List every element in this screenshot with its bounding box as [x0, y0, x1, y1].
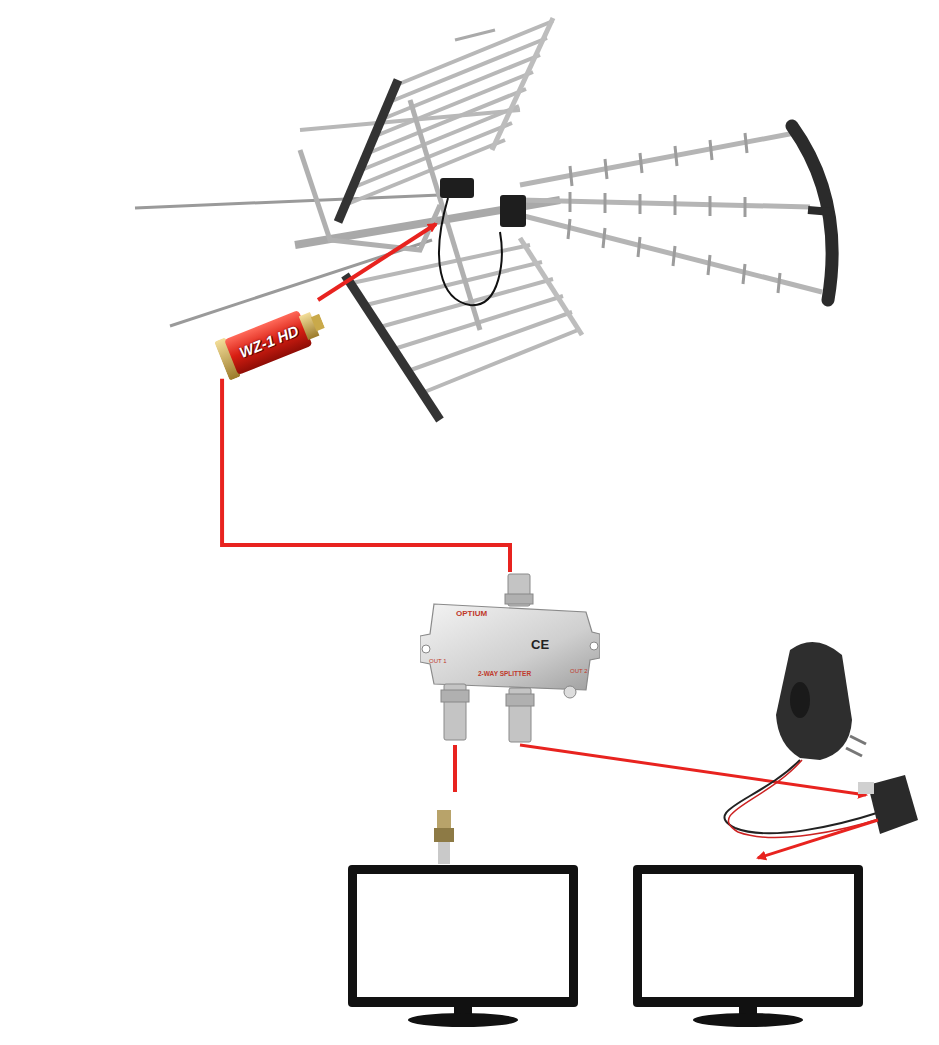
- splitter: OPTIUM CE 2-WAY SPLITTER OUT 1 OUT 2: [420, 572, 600, 744]
- printed-label: 2-WAY SPLITTER: [478, 670, 531, 677]
- f-adapter: [434, 810, 454, 864]
- splitter-body: [420, 572, 600, 744]
- tv-set: [633, 865, 863, 1027]
- printed-label: OUT 2: [570, 668, 588, 675]
- signal-cable: [222, 379, 510, 572]
- amplifier: WZ-1 HD: [214, 301, 330, 380]
- printed-label: OPTIUM: [456, 610, 487, 619]
- power-supply: [724, 642, 918, 837]
- printed-label: OUT 1: [429, 658, 447, 665]
- tv-set: [348, 865, 578, 1027]
- printed-label: CE: [531, 638, 549, 652]
- antenna: [135, 18, 832, 420]
